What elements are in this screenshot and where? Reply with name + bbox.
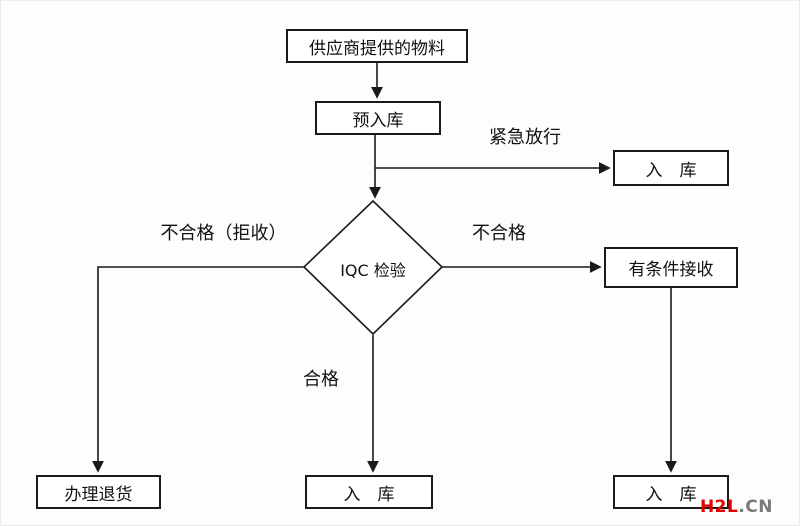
- node-storage-emergency-label: 入 库: [645, 160, 697, 181]
- iqc-diamond-shape: [302, 199, 444, 336]
- node-supplier-material-label: 供应商提供的物料: [309, 38, 445, 59]
- node-conditional-accept-label: 有条件接收: [628, 260, 714, 280]
- edge-label-emergency-release: 紧急放行: [489, 127, 561, 148]
- node-storage-qualified: 入 库: [305, 475, 433, 509]
- node-storage-conditional: 入 库: [613, 475, 729, 509]
- edge-reject-to-return: [92, 266, 304, 473]
- edge-label-unqualified: 不合格: [472, 223, 526, 244]
- node-storage-conditional-label: 入 库: [645, 484, 697, 505]
- node-pre-storage-label: 预入库: [352, 110, 404, 131]
- watermark-h2l-cn: H2L.CN: [700, 497, 773, 517]
- node-conditional-accept: 有条件接收: [604, 247, 738, 288]
- node-return-goods-label: 办理退货: [64, 484, 133, 505]
- node-return-goods: 办理退货: [36, 475, 161, 509]
- watermark-brand: H2L: [699, 497, 739, 517]
- edge-label-unqualified-reject: 不合格（拒收）: [160, 223, 287, 244]
- node-pre-storage: 预入库: [315, 101, 441, 135]
- node-supplier-material: 供应商提供的物料: [286, 29, 468, 63]
- node-iqc-check-label: IQC 检验: [340, 261, 406, 280]
- node-storage-emergency: 入 库: [613, 150, 729, 186]
- edge-label-qualified: 合格: [303, 369, 339, 390]
- watermark-suffix: .CN: [738, 497, 773, 517]
- node-storage-qualified-label: 入 库: [343, 484, 395, 505]
